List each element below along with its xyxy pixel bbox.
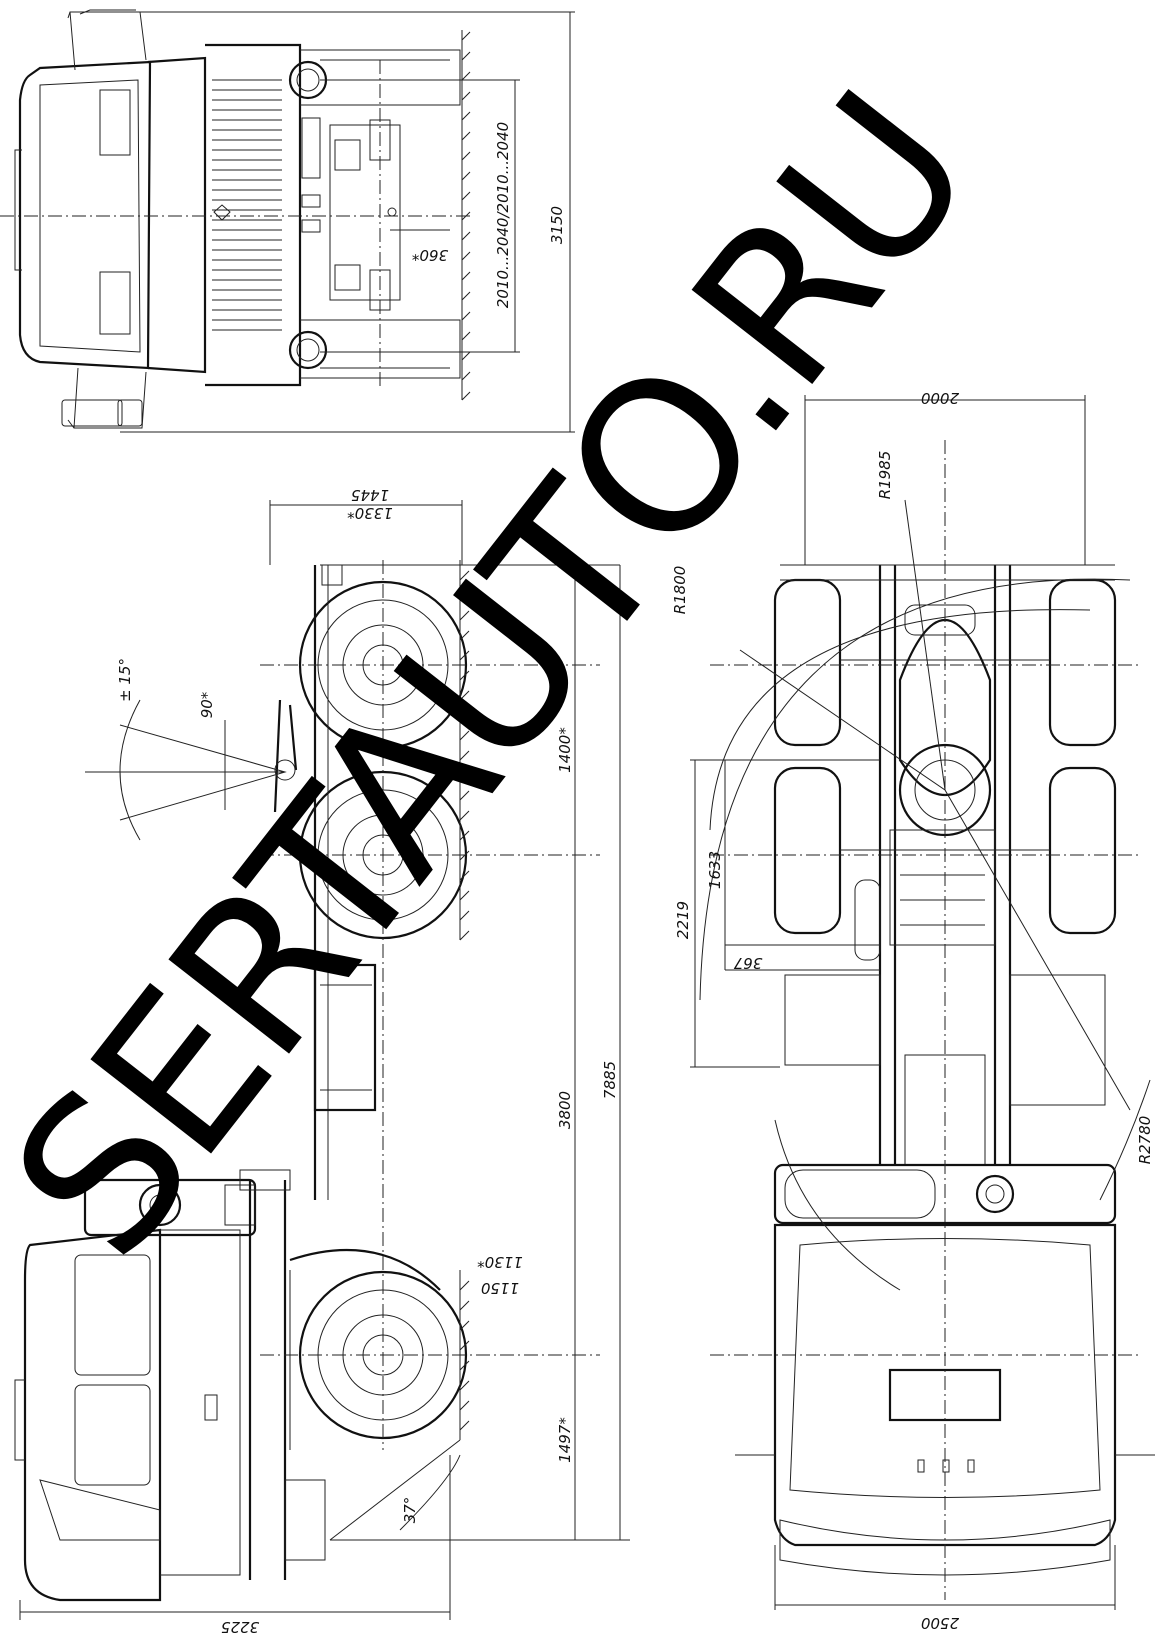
dim-1330: 1330* (347, 504, 393, 522)
dim-R1985: R1985 (876, 451, 894, 500)
dim-1400: 1400* (556, 727, 574, 773)
dim-1497: 1497* (556, 1417, 574, 1463)
dim-90: 90* (198, 691, 216, 718)
dim-360: 360* (411, 246, 448, 264)
top-view (0, 9, 575, 433)
dim-1150: 1150 (481, 1279, 519, 1297)
dim-7885: 7885 (601, 1061, 619, 1099)
dim-2000: 2000 (921, 389, 959, 407)
dim-3800: 3800 (556, 1091, 574, 1129)
dim-track: 2010...2040/2010...2040 (494, 122, 512, 308)
dim-1633: 1633 (706, 851, 724, 889)
dim-2500: 2500 (921, 1614, 959, 1632)
side-view (14, 500, 630, 1620)
dim-R1800: R1800 (671, 566, 689, 615)
dim-37: 37° (401, 1497, 419, 1524)
plan-view (690, 395, 1155, 1610)
dim-3225: 3225 (221, 1618, 259, 1636)
dim-1445: 1445 (351, 486, 389, 504)
dim-tilt: ± 15° (116, 658, 134, 702)
dim-3150: 3150 (548, 206, 566, 244)
dim-1130: 1130* (477, 1253, 523, 1271)
grille-slats (212, 79, 282, 331)
dim-367: 367 (733, 954, 762, 972)
dim-2219: 2219 (674, 901, 692, 939)
dim-R2780: R2780 (1136, 1116, 1154, 1165)
